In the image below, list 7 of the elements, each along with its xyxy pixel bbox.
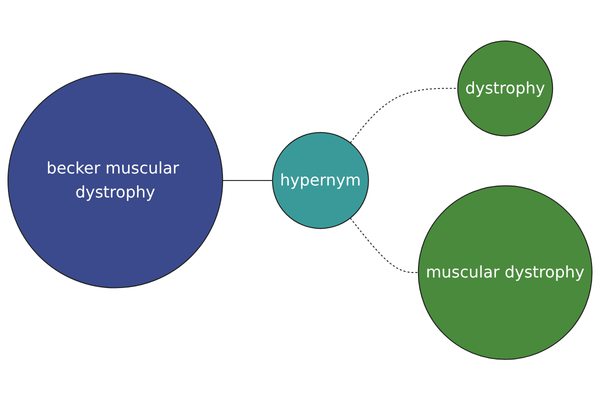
node-circle: becker muscular dystrophy [8,72,224,288]
node-circle: dystrophy [457,40,554,136]
node-circle: muscular dystrophy [418,185,592,360]
connector [350,88,458,144]
connector [222,180,274,181]
node-circle: hypernym [272,132,369,229]
connector [350,217,419,273]
